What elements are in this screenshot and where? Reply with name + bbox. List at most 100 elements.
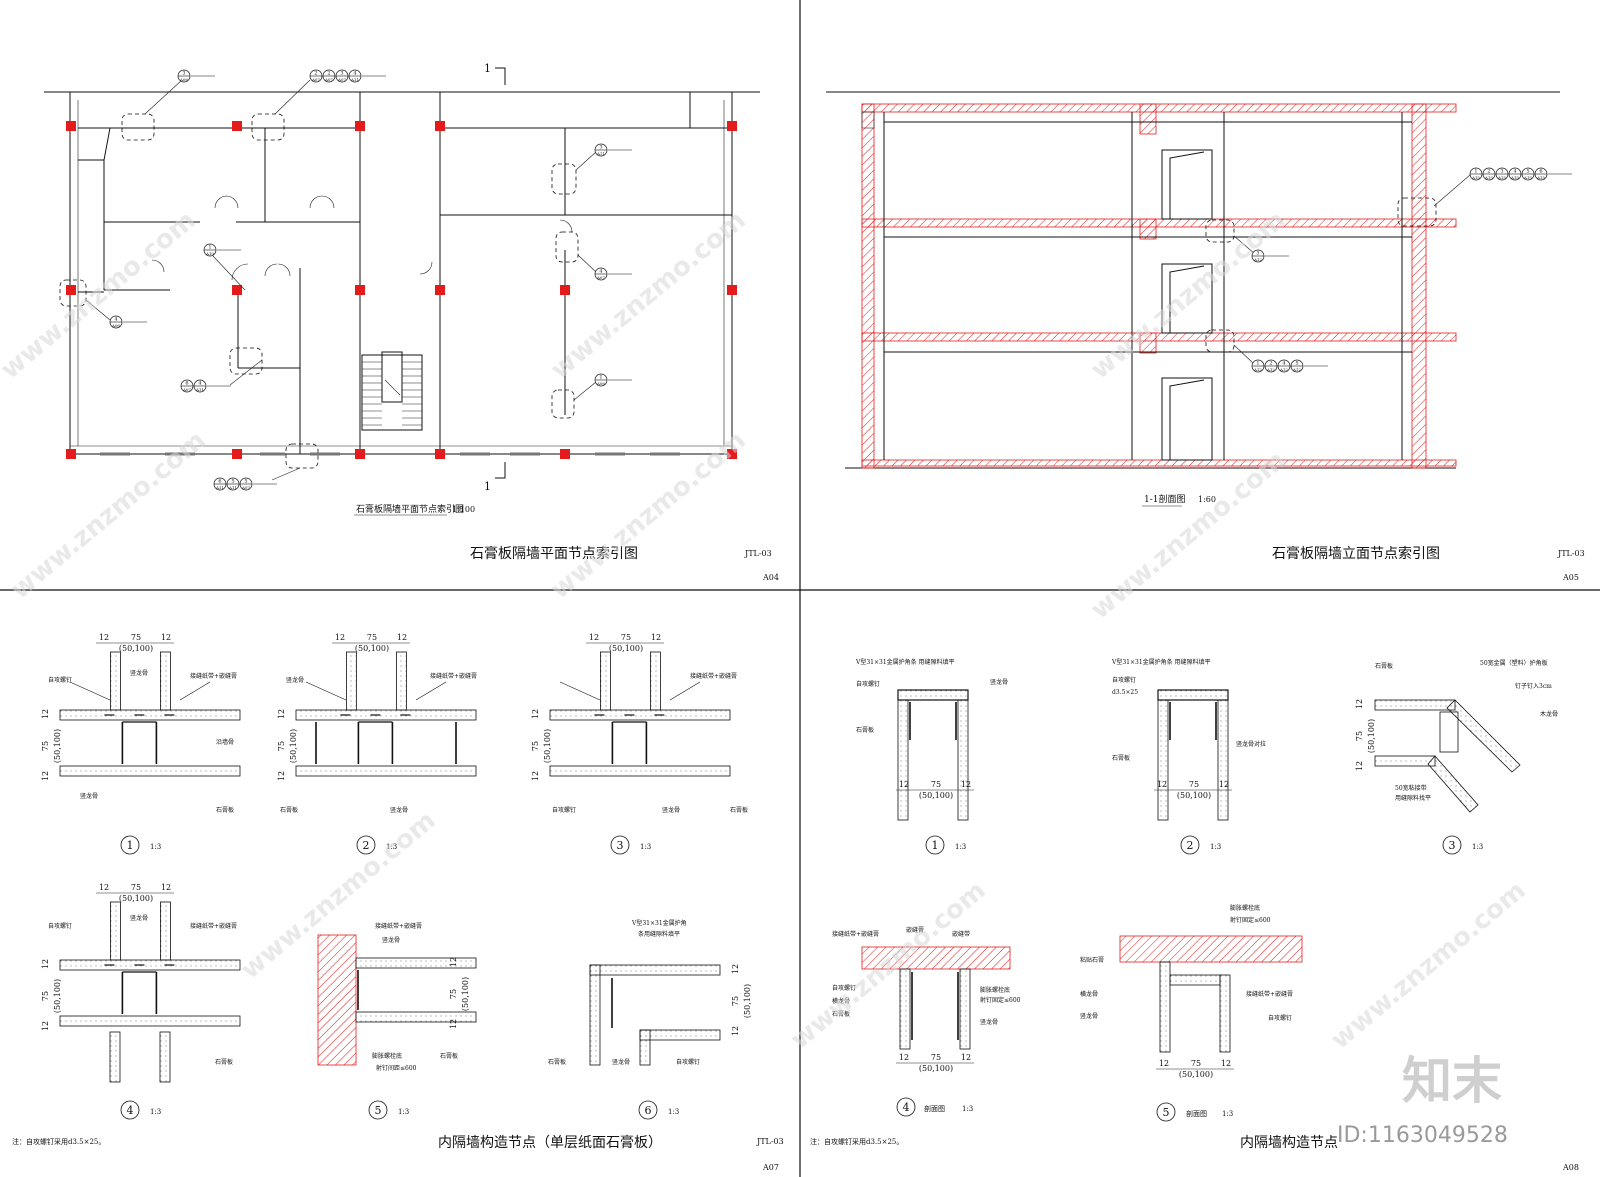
label-metal-corner-bead: V型31×31金属护角条 用缝隙料填平 [855, 658, 955, 666]
label-track: 沿墙骨 [216, 738, 234, 746]
label-stud: 竖龙骨 [130, 669, 148, 677]
detail-caption: 剖面图 [924, 1104, 945, 1113]
label-screw-size: d3.5×25 [1112, 689, 1138, 696]
plan-scale: 1:100 [452, 505, 475, 514]
stud [911, 972, 959, 1040]
sheet1-title: 石膏板隔墙平面节点索引图 [470, 545, 638, 562]
callout-reference: A12 [1253, 367, 1262, 372]
callout-number: 3 [340, 71, 343, 77]
plan-caption: 石膏板隔墙平面节点索引图 [356, 503, 464, 515]
callout-reference: A15 [1471, 175, 1480, 180]
leader-line [415, 681, 447, 701]
label-gypsum: 石膏板 [216, 806, 234, 814]
label-tape: 50宽粘接带 [1395, 784, 1427, 792]
gypsum-board [159, 901, 171, 961]
dim-50-100: (50,100) [919, 791, 953, 800]
sheet1-code: JTL-03 [744, 549, 772, 558]
gypsum-board [1374, 755, 1436, 767]
detail-number: 2 [1187, 839, 1194, 852]
dim-75: 75 [41, 741, 50, 751]
gypsum-board [549, 709, 731, 721]
stud [909, 702, 957, 740]
gypsum-board [1217, 699, 1229, 821]
dim-50-100: (50,100) [289, 729, 298, 763]
stud [315, 722, 457, 764]
label-gypsum: 石膏板 [1112, 754, 1130, 762]
callout-number: 2 [1269, 361, 1272, 367]
section-panel: 1A152A153A154A155A156A153A121A122A124A12… [826, 91, 1585, 582]
gypsum-board [59, 765, 241, 777]
gypsum-board [650, 651, 661, 711]
dim-12: 12 [1159, 1059, 1169, 1068]
callout-number: 6 [218, 479, 221, 485]
dim-50-100: (50,100) [1367, 719, 1376, 753]
label-gypsum: 石膏板 [730, 806, 748, 814]
callout-number: 3 [182, 71, 185, 77]
callout-reference: A11 [215, 485, 224, 490]
gypsum-board [1157, 689, 1229, 701]
svg-text:1: 1 [484, 480, 491, 493]
dim-12: 12 [899, 1053, 909, 1062]
detail-scale: 1:3 [1210, 843, 1221, 851]
dim-75: 75 [1191, 1059, 1201, 1068]
callout-number: 5 [231, 479, 234, 485]
gypsum-board [899, 968, 911, 1050]
gypsum-board [355, 957, 477, 969]
dim-12: 12 [41, 771, 50, 781]
svg-text:1: 1 [484, 62, 491, 75]
dim-50-100: (50,100) [119, 644, 153, 653]
label-wood-stud: 木龙骨 [1540, 710, 1558, 718]
label-gypsum: 石膏板 [215, 1058, 233, 1066]
gypsum-board [639, 1029, 651, 1066]
gypsum-board [345, 651, 357, 711]
label-filler: 用缝隙料找平 [1395, 794, 1431, 802]
callout-number: 2 [1487, 169, 1490, 175]
label-stud: 竖龙骨 [286, 676, 304, 684]
callout-reference: A11 [350, 77, 359, 82]
callout-number: 2 [327, 71, 330, 77]
watermark-site: www.znzmo.com [0, 205, 202, 385]
leader-line [69, 681, 111, 701]
gypsum-board [897, 699, 909, 821]
dim-12: 12 [41, 709, 50, 719]
dim-75: 75 [931, 780, 941, 789]
gypsum-board [1427, 755, 1479, 813]
callout-number: 4 [599, 269, 602, 275]
detail-number-circle [1442, 835, 1462, 855]
detail-number: 6 [645, 1104, 652, 1117]
callout-number: 5 [1295, 361, 1298, 367]
callout-reference: A07 [324, 77, 333, 82]
label-joint-tape: 接缝纸带+嵌缝膏 [690, 672, 737, 680]
detail-number: 2 [363, 839, 370, 852]
gypsum-board [959, 968, 971, 1050]
callout-number: 3 [1500, 169, 1503, 175]
label-stud: 竖龙骨 [390, 806, 408, 814]
dim-12: 12 [41, 1021, 50, 1031]
detail-number-circle [1156, 1102, 1176, 1122]
dim-12: 12 [1221, 1059, 1231, 1068]
callout-reference: A07 [182, 387, 191, 392]
watermark-site: www.znzmo.com [545, 425, 751, 605]
gypsum-board [295, 709, 477, 721]
dim-50-100: (50,100) [1179, 1070, 1213, 1079]
dim-75: 75 [1189, 780, 1199, 789]
detail-number-circle [120, 835, 140, 855]
plan-callouts: 3A062A072A073A074A113A111A104A074A066A07… [109, 69, 632, 491]
detail-number: 5 [1163, 1106, 1170, 1119]
dim-12: 12 [961, 1053, 971, 1062]
dim-75: 75 [449, 989, 458, 999]
label-self-tapping-screw: 自攻螺钉 [1112, 676, 1136, 684]
callout-number: 6 [185, 381, 188, 387]
dim-75: 75 [41, 991, 50, 1001]
label-corner-bead: V型31×31金属护角 [631, 919, 687, 927]
callout-reference: A06 [179, 77, 188, 82]
dim-12: 12 [41, 959, 50, 969]
callout-number: 4 [114, 317, 117, 323]
sheet1-page: A04 [762, 573, 779, 582]
callout-reference: A07 [596, 275, 605, 280]
label-joint-tape: 接缝纸带+嵌缝膏 [430, 672, 477, 680]
gypsum-board [589, 964, 721, 976]
dim-12: 12 [449, 957, 458, 967]
callout-reference: A15 [1536, 175, 1545, 180]
